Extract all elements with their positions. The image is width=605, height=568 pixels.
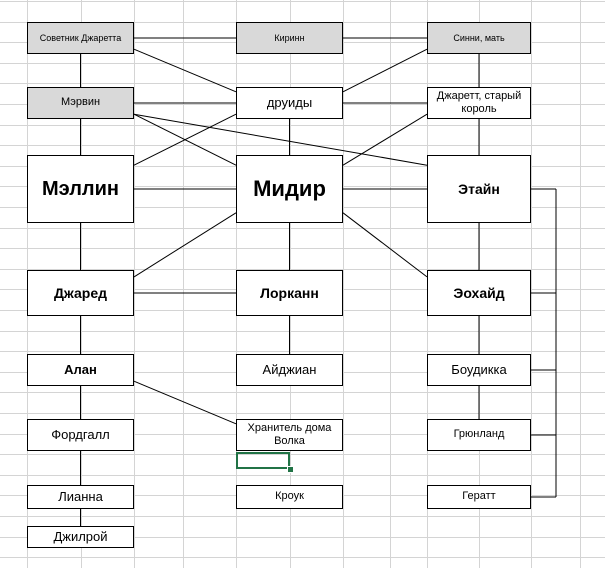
node-geratt[interactable]: Гератт [427, 485, 531, 509]
node-eokhaid[interactable]: Эохайд [427, 270, 531, 316]
node-sinni[interactable]: Синни, мать [427, 22, 531, 54]
edge-druidy-mellin [133, 113, 237, 166]
node-alan[interactable]: Алан [27, 354, 134, 386]
node-dzhared[interactable]: Джаред [27, 270, 134, 316]
node-dzharett[interactable]: Джаретт, старый король [427, 87, 531, 119]
selected-cell[interactable] [236, 452, 290, 469]
edge-midir-dzhared [133, 212, 237, 278]
node-boudikka[interactable]: Боудикка [427, 354, 531, 386]
node-lianna[interactable]: Лианна [27, 485, 134, 509]
node-midir[interactable]: Мидир [236, 155, 343, 223]
node-khranitel[interactable]: Хранитель дома Волка [236, 419, 343, 451]
edge-sinni-druidy [342, 48, 428, 93]
edge-sovetnik-druidy [133, 48, 237, 93]
node-aidzhian[interactable]: Айджиан [236, 354, 343, 386]
edge-dzharett-midir [342, 113, 428, 166]
node-krouk[interactable]: Кроук [236, 485, 343, 509]
node-gryunland[interactable]: Грюнланд [427, 419, 531, 451]
node-fordgall[interactable]: Фордгалл [27, 419, 134, 451]
node-etain[interactable]: Этайн [427, 155, 531, 223]
node-kirinn[interactable]: Киринн [236, 22, 343, 54]
node-lorkann[interactable]: Лорканн [236, 270, 343, 316]
edge-alan-khranitel [133, 380, 237, 425]
node-sovetnik[interactable]: Советник Джаретта [27, 22, 134, 54]
node-mellin[interactable]: Мэллин [27, 155, 134, 223]
node-druidy[interactable]: друиды [236, 87, 343, 119]
fill-handle[interactable] [287, 466, 294, 473]
edge-midir-eokhaid [342, 212, 428, 278]
node-mervin[interactable]: Мэрвин [27, 87, 134, 119]
node-dzhilroi[interactable]: Джилрой [27, 526, 134, 548]
edge-mervin-etain [133, 113, 428, 166]
